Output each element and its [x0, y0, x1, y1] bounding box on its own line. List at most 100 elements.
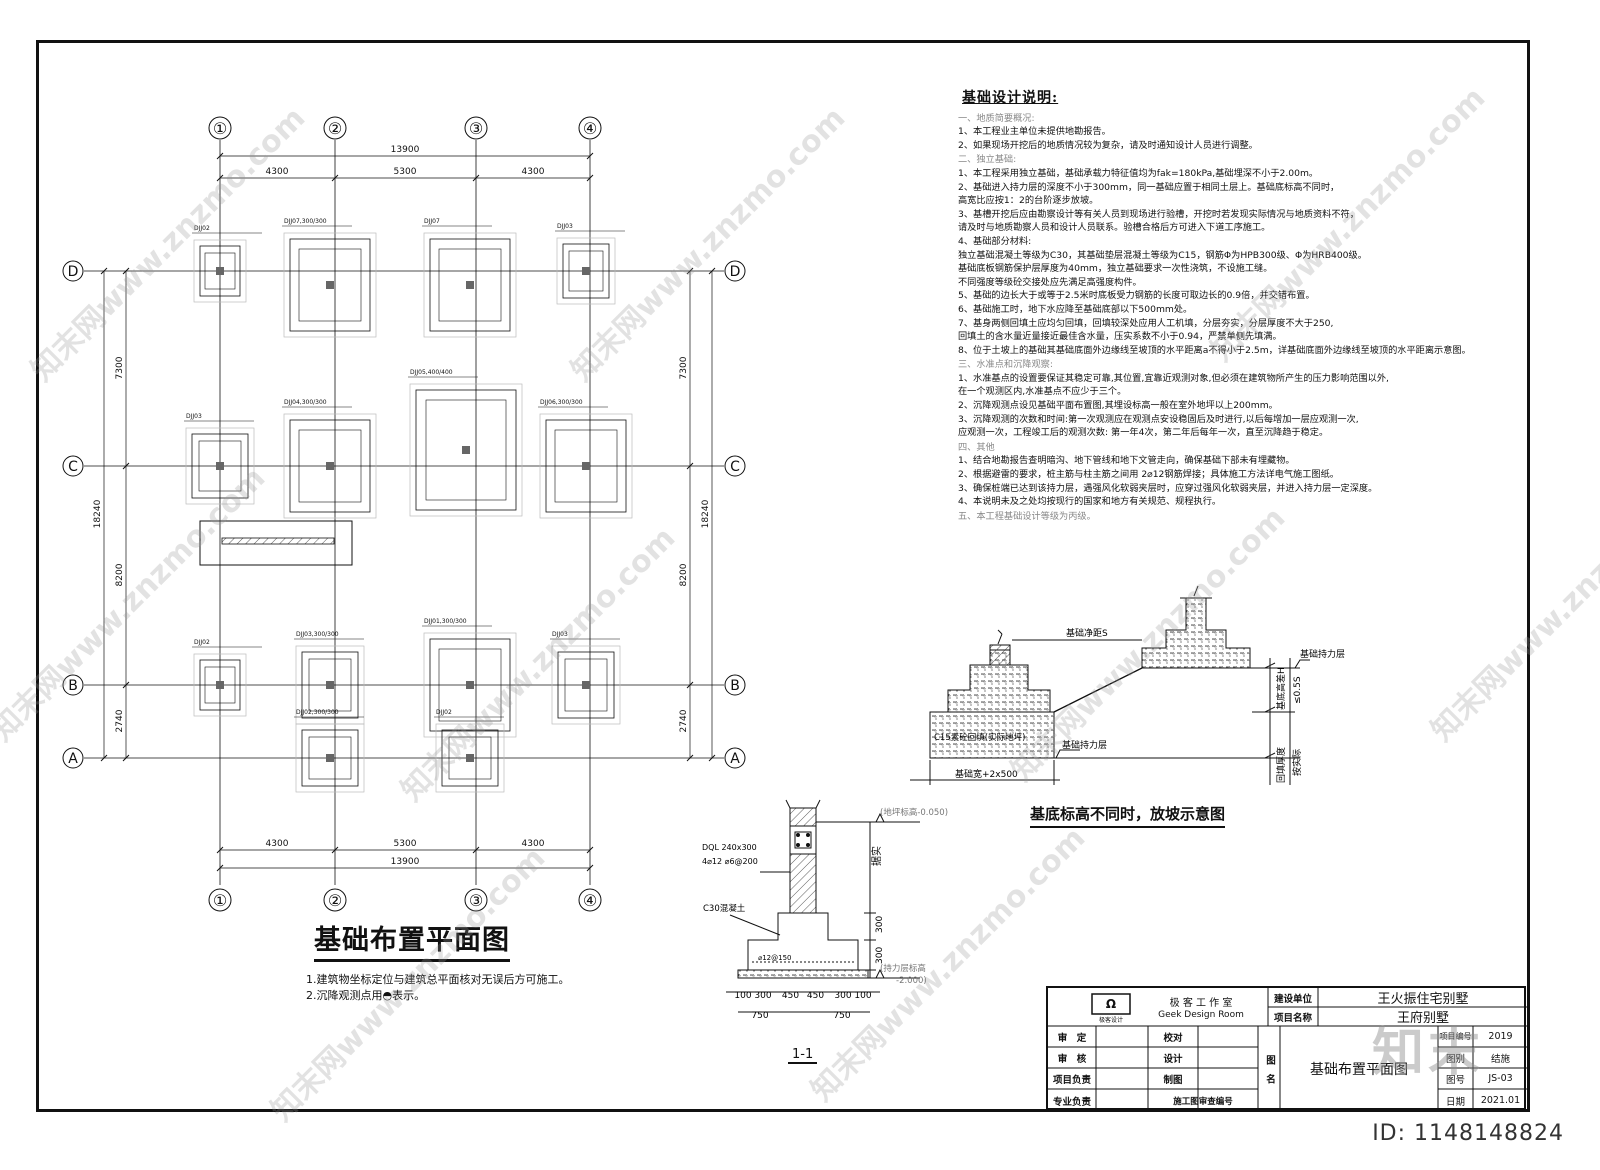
axis-bubble: [62, 747, 84, 769]
dim-label: 8200: [115, 563, 125, 586]
axis-label: ④: [583, 119, 597, 138]
plan-notes: 1.建筑物坐标定位与建筑总平面核对无误后方可施工。 2.沉降观测点用◓表示。: [306, 972, 570, 1004]
footing-label: DJJ03: [557, 223, 573, 230]
footing-pad: [301, 729, 359, 787]
axis-bubble: [724, 747, 746, 769]
slope-label-backfill: 回填厚度: [1275, 747, 1287, 783]
section-dim-label: 300: [754, 991, 771, 1001]
dim-label: 2740: [115, 709, 125, 732]
project-value: 王府别墅: [1396, 1011, 1449, 1026]
footing-label: DJJ03: [186, 413, 202, 420]
row-label-review-no: 施工图审查编号: [1173, 1096, 1233, 1107]
axis-label: B: [730, 678, 740, 694]
section-label-bearing: (持力层标高: [880, 963, 926, 974]
dim-label: 13900: [391, 145, 420, 155]
design-notes-line: 3、确保桩端已达到该持力层，遇强风化软弱夹层时，应穿过强风化软弱夹层，并进入持力…: [958, 482, 1378, 494]
design-notes-line: 在一个观测区内,水准基点不应少于三个。: [958, 386, 1127, 398]
dim-label: 7300: [115, 356, 125, 379]
footing-outline: [185, 427, 255, 505]
design-notes-section-heading: 一、地质简要概况:: [958, 112, 1035, 124]
footing-step: [564, 658, 608, 712]
footing-step: [204, 666, 236, 704]
footing-column: [326, 462, 334, 470]
footing-pad: [289, 238, 371, 332]
axis-label: A: [730, 751, 740, 767]
design-notes-line: 4、基础部分材料:: [958, 235, 1032, 247]
design-notes: 基础设计说明: 一、地质简要概况:1、本工程业主单位未提供地勘报告。2、如果现场…: [958, 91, 1478, 524]
footing-pad: [199, 245, 241, 297]
client-label: 建设单位: [1273, 993, 1312, 1005]
footing-label: DJJ02,300/300: [296, 709, 339, 716]
slope-fill-block: [929, 711, 1055, 759]
footing-pad: [199, 659, 241, 711]
footing-outline: [556, 237, 616, 305]
design-notes-line: 请及时与地质勘察人员和设计人员联系。验槽合格后方可进入下道工序施工。: [958, 222, 1271, 234]
section-label-bearing-val: -2.000): [896, 976, 927, 986]
section-label-ground: (地坪标高-0.050): [880, 807, 948, 818]
section-label-rebar: ⌀12@150: [758, 954, 791, 962]
info-label-4: 日期: [1445, 1096, 1465, 1108]
design-notes-line: 1、本工程采用独立基础，基础承载力特征值均为fak=180kPa,基础埋深不小于…: [958, 167, 1319, 179]
footing-column: [216, 267, 224, 275]
dim-tick: [122, 681, 130, 689]
axis-label: ②: [328, 119, 342, 138]
footing-column: [582, 462, 590, 470]
slope-label-bearing-upper: 基础持力层: [1300, 648, 1345, 660]
axis-label: ④: [583, 891, 597, 910]
firm-name-cn: 极 客 工 作 室: [1169, 997, 1233, 1009]
section-dim-300-lower: 300: [875, 947, 885, 964]
design-notes-line: 应观测一次，工程竣工后的观测次数: 第一年4次，第二年后每年一次，直至沉降趋于稳…: [958, 427, 1329, 439]
footing-step: [298, 248, 362, 322]
axis-bubble: [578, 116, 602, 140]
axis-bubble: [62, 674, 84, 696]
axis-bubble: [323, 888, 347, 912]
axis-label: D: [730, 264, 741, 280]
design-notes-line: 2、沉降观测点设见基础平面布置图,其埋设标高一般在室外地坪以上200mm。: [958, 400, 1278, 412]
row-label-project-lead: 项目负责: [1052, 1074, 1091, 1086]
section-dim-label: 100: [734, 991, 751, 1001]
section-dim-label: 750: [751, 1011, 768, 1021]
footing-step: [308, 736, 352, 780]
dim-tick: [686, 267, 694, 275]
design-notes-line: 6、基础施工时，地下水应降至基础底部以下500mm处。: [958, 303, 1193, 315]
dim-label: 5300: [394, 839, 417, 849]
firm-logo-icon: Ω: [1105, 997, 1117, 1011]
dim-tick: [472, 846, 480, 854]
section-dim-label: 750: [833, 1011, 850, 1021]
footing-step: [198, 440, 242, 492]
footing-label: DJJ03,300/300: [296, 631, 339, 638]
row-label-discipline-lead: 专业负责: [1052, 1096, 1091, 1108]
drawing-name-label: 图 名: [1264, 1054, 1275, 1084]
dim-tick: [100, 267, 108, 275]
tie-beam: [221, 537, 335, 545]
design-notes-line: 1、水准基点的设置要保证其稳定可靠,其位置,宜靠近观测对象,但必须在建筑物所产生…: [958, 372, 1389, 384]
dim-label: 7300: [679, 356, 689, 379]
info-value-1: 2019: [1488, 1031, 1513, 1042]
design-notes-section-heading: 四、其他: [958, 441, 995, 453]
axis-label: A: [68, 751, 78, 767]
dim-tick: [586, 846, 594, 854]
dim-tick: [216, 174, 224, 182]
footing-label: DJJ02: [194, 639, 210, 646]
client-value: 王火振住宅别墅: [1377, 992, 1469, 1007]
section-label-beam-rebar: 4⌀12 ⌀6@200: [702, 857, 758, 866]
project-label: 项目名称: [1273, 1012, 1312, 1024]
design-notes-line: 2、根据避雷的要求，桩主筋与柱主筋之间用 2⌀12钢筋焊接；具体施工方法详电气施…: [958, 469, 1339, 481]
footing-step: [568, 250, 604, 292]
dim-label: 8200: [679, 563, 689, 586]
footing-step: [204, 252, 236, 290]
slope-label-bearing-lower: 基础持力层: [1062, 739, 1107, 751]
footing-step: [308, 658, 352, 712]
plan-title: 基础布置平面图: [314, 918, 510, 962]
axis-bubble: [208, 888, 232, 912]
section-dim-label: 450: [807, 991, 824, 1001]
design-notes-body: 一、地质简要概况:1、本工程业主单位未提供地勘报告。2、如果现场开挖后的地质情况…: [958, 112, 1478, 524]
footing-outline: [193, 239, 247, 303]
footing-outline: [283, 413, 377, 519]
dim-tick: [586, 174, 594, 182]
footing-pad: [441, 729, 499, 787]
section-dim-label: 300: [834, 991, 851, 1001]
